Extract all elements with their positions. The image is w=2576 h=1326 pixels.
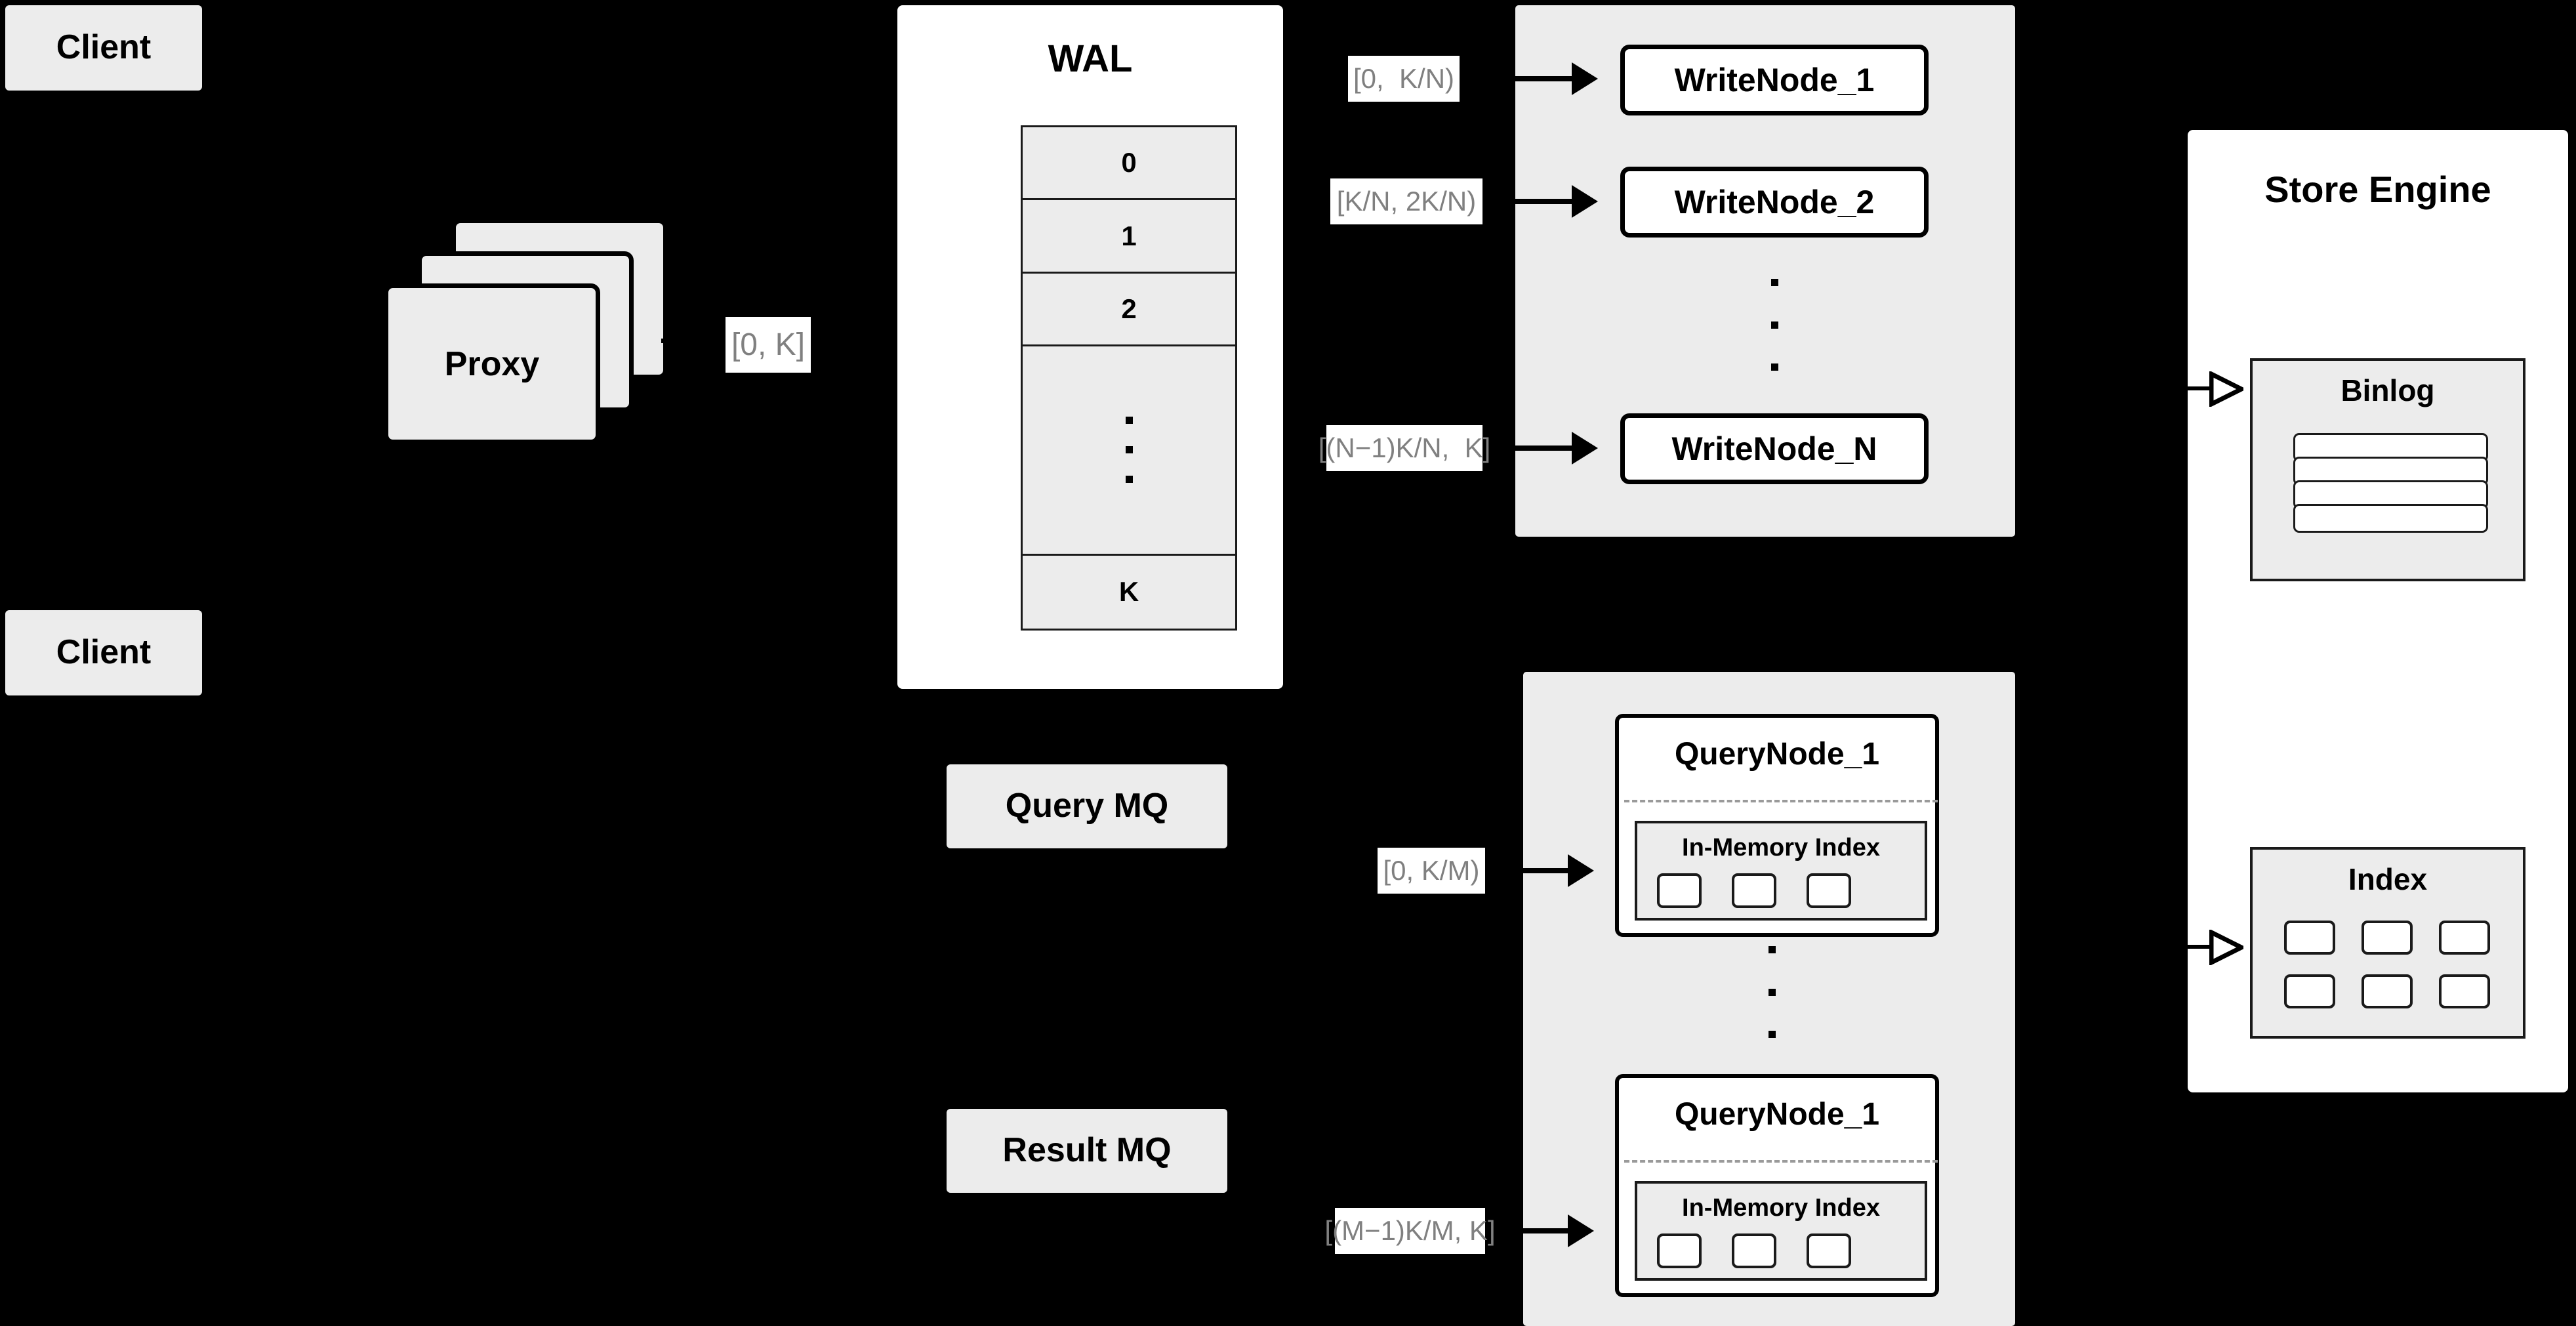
query-node-1[interactable]: QueryNode_1 In-Memory Index — [1615, 714, 1939, 937]
proxy-to-wal-line — [661, 339, 681, 343]
wal-row: K — [1118, 576, 1139, 608]
client-node-1-label: Client — [56, 28, 152, 67]
query-node-m[interactable]: QueryNode_1 In-Memory Index — [1615, 1074, 1939, 1297]
wal-row: 1 — [1023, 200, 1235, 274]
index-chip — [1732, 873, 1776, 908]
result-mq-node[interactable]: Result MQ — [947, 1109, 1227, 1193]
arrow-line-to-index — [2184, 945, 2212, 949]
result-mq-label: Result MQ — [1002, 1131, 1172, 1170]
arrow-line-write-node-1 — [1372, 76, 1576, 81]
edge-label-query-node-m: [(M−1)K/M, K] — [1324, 1208, 1496, 1254]
wal-title: WAL — [1048, 37, 1133, 80]
edge-label-proxy-to-wal: [0, K] — [726, 317, 811, 373]
index-chip — [2284, 921, 2335, 955]
ellipsis-dot-icon — [1770, 363, 1778, 371]
query-node-1-inmemory-index-label: In-Memory Index — [1682, 834, 1880, 861]
query-node-1-label: QueryNode_1 — [1674, 737, 1880, 772]
edge-label-write-node-1: [0, K/N) — [1348, 56, 1460, 102]
client-node-1[interactable]: Client — [5, 5, 202, 91]
write-node-2[interactable]: WriteNode_2 — [1620, 167, 1929, 238]
index-chip — [1657, 873, 1702, 908]
proxy-node-label: Proxy — [444, 344, 540, 383]
ellipsis-dot-icon — [1125, 446, 1133, 454]
query-node-m-label: QueryNode_1 — [1674, 1097, 1880, 1132]
write-cluster-ellipsis — [1770, 279, 1779, 371]
wal-panel: WAL 0 1 2 K — [897, 5, 1283, 689]
wal-row: 2 — [1023, 274, 1235, 347]
query-mq-node[interactable]: Query MQ — [947, 764, 1227, 848]
write-node-n[interactable]: WriteNode_N — [1620, 413, 1929, 484]
index-chip — [2439, 921, 2490, 955]
store-engine-panel: Store Engine Binlog Index — [2188, 130, 2568, 1092]
binlog-title: Binlog — [2341, 373, 2435, 407]
ellipsis-dot-icon — [1125, 476, 1133, 484]
index-chip — [1657, 1233, 1702, 1268]
store-engine-title: Store Engine — [2264, 169, 2491, 210]
client-node-2[interactable]: Client — [5, 610, 202, 695]
ellipsis-dot-icon — [1770, 321, 1778, 329]
ellipsis-dot-icon — [1768, 988, 1776, 996]
query-node-1-separator — [1624, 800, 1938, 802]
write-node-1-label: WriteNode_1 — [1674, 62, 1875, 98]
ellipsis-dot-icon — [1768, 946, 1776, 953]
index-chip — [2284, 974, 2335, 1008]
arrow-head-write-node-n — [1572, 432, 1598, 465]
client-node-2-label: Client — [56, 633, 152, 672]
arrow-line-query-node-m — [1426, 1228, 1572, 1233]
edge-label-query-node-1: [0, K/M) — [1378, 848, 1485, 894]
index-chip — [2361, 921, 2413, 955]
index-title: Index — [2348, 862, 2428, 896]
index-box: Index — [2250, 847, 2525, 1039]
ellipsis-dot-icon — [1770, 279, 1778, 286]
index-chip — [1732, 1233, 1776, 1268]
index-chip — [2439, 974, 2490, 1008]
query-node-m-separator — [1624, 1160, 1938, 1163]
ellipsis-dot-icon — [1125, 417, 1133, 425]
index-chip — [1807, 1233, 1851, 1268]
wal-row-ellipsis — [1023, 346, 1235, 556]
binlog-slab — [2293, 504, 2488, 533]
ellipsis-dot-icon — [1768, 1031, 1776, 1038]
proxy-node[interactable]: Proxy — [384, 283, 600, 444]
write-node-1[interactable]: WriteNode_1 — [1620, 45, 1929, 115]
arrow-line-to-binlog — [2184, 386, 2212, 390]
query-node-m-inmemory-index: In-Memory Index — [1635, 1181, 1927, 1281]
wal-row: 0 — [1023, 127, 1235, 201]
edge-label-write-node-n: [(N−1)K/N, K] — [1319, 425, 1490, 471]
arrow-line-query-node-1 — [1426, 868, 1572, 873]
index-chip — [1807, 873, 1851, 908]
binlog-box: Binlog — [2250, 358, 2525, 581]
arrow-head-query-node-1 — [1568, 854, 1594, 887]
query-node-1-inmemory-index: In-Memory Index — [1635, 821, 1927, 921]
write-node-n-label: WriteNode_N — [1671, 430, 1877, 467]
edge-label-write-node-2: [K/N, 2K/N) — [1330, 178, 1482, 224]
query-mq-label: Query MQ — [1005, 787, 1169, 825]
query-node-m-inmemory-index-label: In-Memory Index — [1682, 1194, 1880, 1222]
wal-table: 0 1 2 K — [1021, 125, 1237, 631]
write-node-2-label: WriteNode_2 — [1674, 184, 1875, 220]
arrow-head-write-node-1 — [1572, 62, 1598, 95]
query-cluster-ellipsis — [1767, 946, 1776, 1038]
arrow-head-query-node-m — [1568, 1214, 1594, 1247]
arrow-head-write-node-2 — [1572, 185, 1598, 218]
index-chip — [2361, 974, 2413, 1008]
